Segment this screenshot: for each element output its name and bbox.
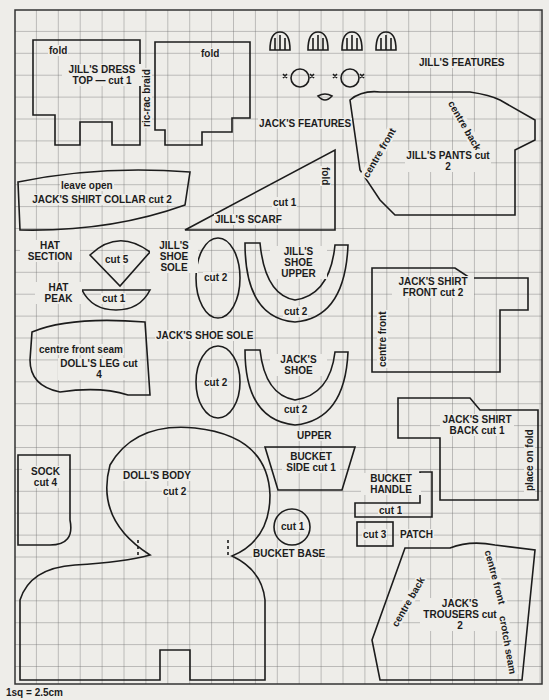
jill-shoe-sole: [196, 238, 240, 318]
jack-shoe-sole: [196, 346, 240, 418]
grid: [15, 10, 542, 684]
doll-body-marks: [138, 540, 228, 556]
bucket-side: [265, 447, 355, 490]
piece-label: cut 2: [283, 404, 308, 415]
piece-label: centre front: [377, 310, 388, 368]
piece-label: cut 1: [272, 197, 297, 208]
piece-label: JACK'S SHOE: [270, 354, 327, 376]
sheet-label: JILL'S FEATURES: [418, 57, 506, 68]
jack-trousers: [372, 543, 535, 680]
piece-label: fold: [320, 166, 331, 186]
jack-shoe-upper: [245, 350, 348, 425]
piece-label: leave open: [60, 180, 114, 191]
piece-label: PATCH: [399, 529, 434, 540]
piece-label: JILL'S SCARF: [214, 214, 283, 225]
hat-peak: [82, 290, 150, 310]
piece-label: HAT PEAK: [35, 282, 82, 304]
piece-label: JILL'S SHOE SOLE: [150, 240, 198, 273]
piece-label: cut 1: [280, 521, 305, 532]
piece-label: place on fold: [524, 428, 535, 492]
sheet-label: JACK'S FEATURES: [258, 118, 352, 129]
bucket-handle: [355, 472, 432, 517]
piece-outlines: [18, 32, 538, 680]
piece-label: BUCKET SIDE cut 1: [282, 451, 340, 473]
jill-shoe-upper: [245, 243, 348, 322]
jack-collar: [18, 170, 190, 230]
piece-label: cut 5: [104, 254, 129, 265]
piece-label: cut 2: [162, 486, 187, 497]
dress-top-left: [33, 40, 140, 145]
jack-shirt-front: [372, 268, 528, 372]
jack-features: [283, 69, 364, 100]
jill-features: [270, 32, 396, 50]
sheet-label: 1sq = 2.5cm: [5, 687, 64, 698]
piece-label: BUCKET BASE: [252, 548, 326, 559]
doll-leg: [30, 320, 150, 395]
piece-label: JACK'S SHIRT FRONT cut 2: [392, 276, 474, 298]
doll-body: [20, 427, 270, 680]
piece-label: JACK'S SHOE SOLE: [155, 330, 254, 341]
piece-label: JILL'S PANTS cut 2: [405, 150, 491, 172]
piece-label: DOLL'S BODY: [122, 470, 192, 481]
sock: [18, 455, 71, 545]
piece-label: centre front seam: [38, 344, 124, 355]
piece-label: ric-rac braid: [141, 68, 152, 128]
patch: [357, 522, 393, 546]
piece-label: cut 2: [203, 377, 228, 388]
bucket-base: [274, 509, 310, 545]
piece-label: cut 2: [283, 306, 308, 317]
piece-label: DOLL'S LEG cut 4: [58, 358, 140, 380]
piece-label: cut 3: [362, 529, 387, 540]
hat-section: [90, 241, 150, 286]
piece-label: JACK'S TROUSERS cut 2: [420, 598, 500, 631]
piece-label: SOCK cut 4: [22, 466, 69, 488]
jill-scarf: [185, 150, 335, 230]
piece-label: BUCKET HANDLE: [361, 473, 421, 495]
piece-label: UPPER: [296, 430, 332, 441]
piece-label: fold: [200, 48, 220, 59]
piece-label: JILL'S DRESS TOP — cut 1: [62, 64, 142, 86]
piece-label: JILL'S SHOE UPPER: [270, 246, 327, 279]
dress-top-right: [155, 42, 250, 145]
piece-label: fold: [48, 45, 68, 56]
piece-label: cut 1: [378, 505, 403, 516]
piece-label: JACK'S SHIRT COLLAR cut 2: [26, 194, 178, 205]
piece-label: cut 1: [101, 293, 126, 304]
piece-label: JACK'S SHIRT BACK cut 1: [440, 414, 514, 436]
jill-pants: [350, 92, 535, 215]
piece-label: cut 2: [203, 272, 228, 283]
piece-label: HAT SECTION: [20, 240, 80, 262]
